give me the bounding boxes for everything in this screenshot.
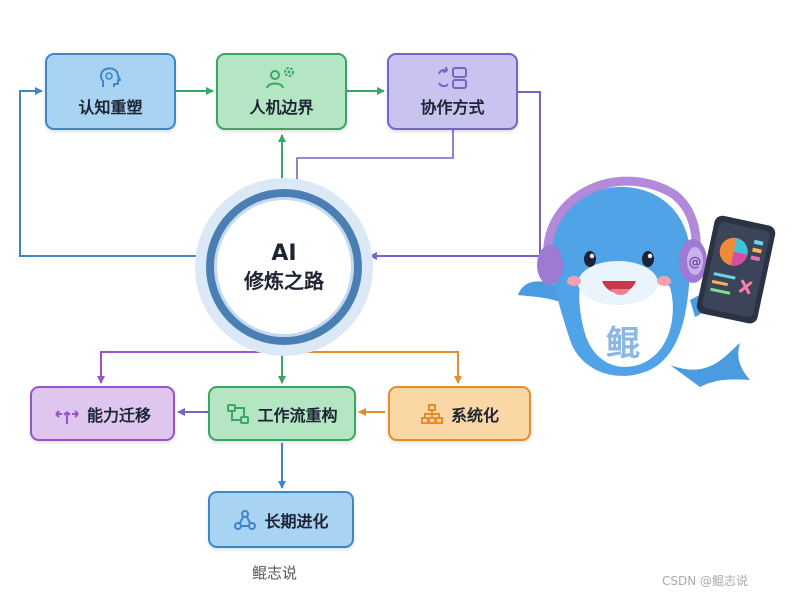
exchange-chat-icon <box>438 66 468 89</box>
svg-text:@: @ <box>689 255 702 270</box>
node-evolution: 长期进化 <box>208 491 354 548</box>
hierarchy-icon <box>420 403 443 424</box>
node-evolution-label: 长期进化 <box>264 511 329 531</box>
node-cognition: 认知重塑 <box>45 53 176 130</box>
head-profile-icon <box>100 67 122 87</box>
line-collaboration-to-hub <box>296 130 454 186</box>
arrow-hub-to-cognition <box>19 87 200 257</box>
author-watermark: 鲲志说 <box>252 564 298 582</box>
people-gear-icon <box>266 67 295 89</box>
dolphin-mascot: 鲲 @ <box>510 165 780 409</box>
node-collaboration: 协作方式 <box>387 53 518 130</box>
split-arrows-icon <box>55 409 79 424</box>
node-systematize: 系统化 <box>388 386 531 441</box>
node-boundary: 人机边界 <box>216 53 347 130</box>
workflow-steps-icon <box>227 403 250 424</box>
platform-credit: CSDN @鲲志说 <box>662 574 749 588</box>
node-capability: 能力迁移 <box>30 386 175 441</box>
node-workflow: 工作流重构 <box>208 386 356 441</box>
node-capability-label: 能力迁移 <box>86 405 151 425</box>
arrow-collaboration-to-hub <box>369 91 541 260</box>
node-workflow-label: 工作流重构 <box>257 405 338 425</box>
hub-title: AI <box>271 241 297 266</box>
network-nodes-icon <box>234 509 257 530</box>
node-cognition-label: 认知重塑 <box>78 98 143 117</box>
hub-circle: AI 修炼之路 <box>206 189 362 345</box>
node-collaboration-label: 协作方式 <box>420 98 485 117</box>
node-boundary-label: 人机边界 <box>249 98 314 117</box>
mascot-chest-char: 鲲 <box>606 324 640 364</box>
hub-subtitle: 修炼之路 <box>244 269 324 293</box>
node-systematize-label: 系统化 <box>450 405 499 425</box>
arrow-hub-to-capability <box>97 340 267 384</box>
